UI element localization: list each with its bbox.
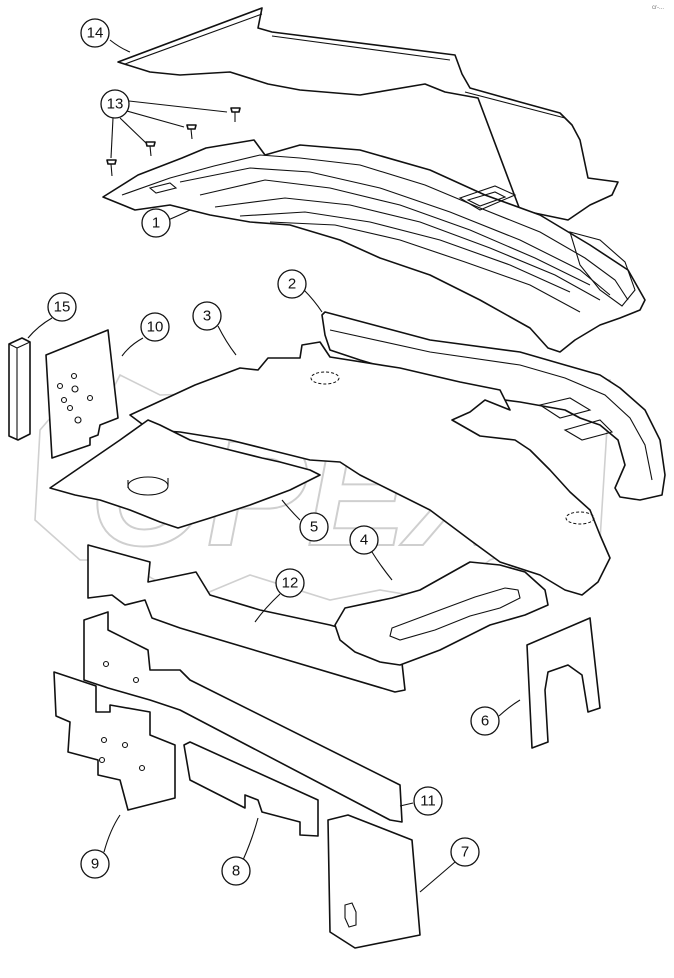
part-13-screws (106, 107, 241, 177)
callout-9: 9 (80, 814, 121, 879)
callout-14: 14 (80, 18, 131, 53)
svg-text:12: 12 (282, 575, 299, 592)
screw-icon (186, 124, 197, 140)
callout-11: 11 (399, 786, 443, 816)
part-4-pad (334, 561, 549, 666)
callout-2: 2 (277, 269, 323, 313)
callout-3: 3 (192, 301, 237, 356)
callout-8: 8 (221, 817, 259, 886)
part-5-floor-mat (49, 419, 321, 529)
svg-text:6: 6 (481, 713, 489, 730)
part-1-floor-panel (102, 139, 646, 353)
svg-text:3: 3 (203, 308, 211, 325)
part-3-floor-mat (129, 341, 611, 596)
callout-13: 13 (100, 89, 228, 159)
callout-7: 7 (419, 837, 480, 893)
part-15-block (8, 337, 31, 441)
svg-text:14: 14 (87, 25, 104, 42)
part-9-panel (53, 671, 176, 811)
svg-text:4: 4 (360, 532, 368, 549)
callout-6: 6 (470, 699, 521, 736)
callout-10: 10 (121, 312, 170, 357)
screw-icon (145, 141, 156, 157)
svg-text:8: 8 (232, 863, 240, 880)
part-7-plate (327, 814, 421, 949)
callout-5: 5 (281, 499, 329, 542)
part-11-strip (83, 611, 403, 823)
svg-text:5: 5 (310, 519, 318, 536)
svg-text:9: 9 (91, 856, 99, 873)
svg-text:2: 2 (288, 276, 296, 293)
svg-text:7: 7 (461, 844, 469, 861)
part-14-top-pad (117, 7, 619, 221)
part-8-strip (183, 741, 319, 837)
callout-15: 15 (27, 292, 77, 339)
part-12-long-strip (87, 544, 406, 693)
screw-icon (106, 159, 117, 177)
svg-text:15: 15 (54, 299, 71, 316)
svg-text:1: 1 (152, 215, 160, 232)
screw-icon (230, 107, 241, 122)
part-6-u-plate (526, 617, 601, 749)
svg-text:13: 13 (107, 96, 124, 113)
callout-4: 4 (349, 525, 393, 581)
svg-text:11: 11 (420, 793, 436, 810)
callout-12: 12 (254, 568, 305, 623)
svg-text:10: 10 (147, 319, 164, 336)
part-10-plate (45, 329, 119, 459)
corner-mark: cr-... (652, 5, 664, 11)
callout-1: 1 (141, 208, 191, 238)
